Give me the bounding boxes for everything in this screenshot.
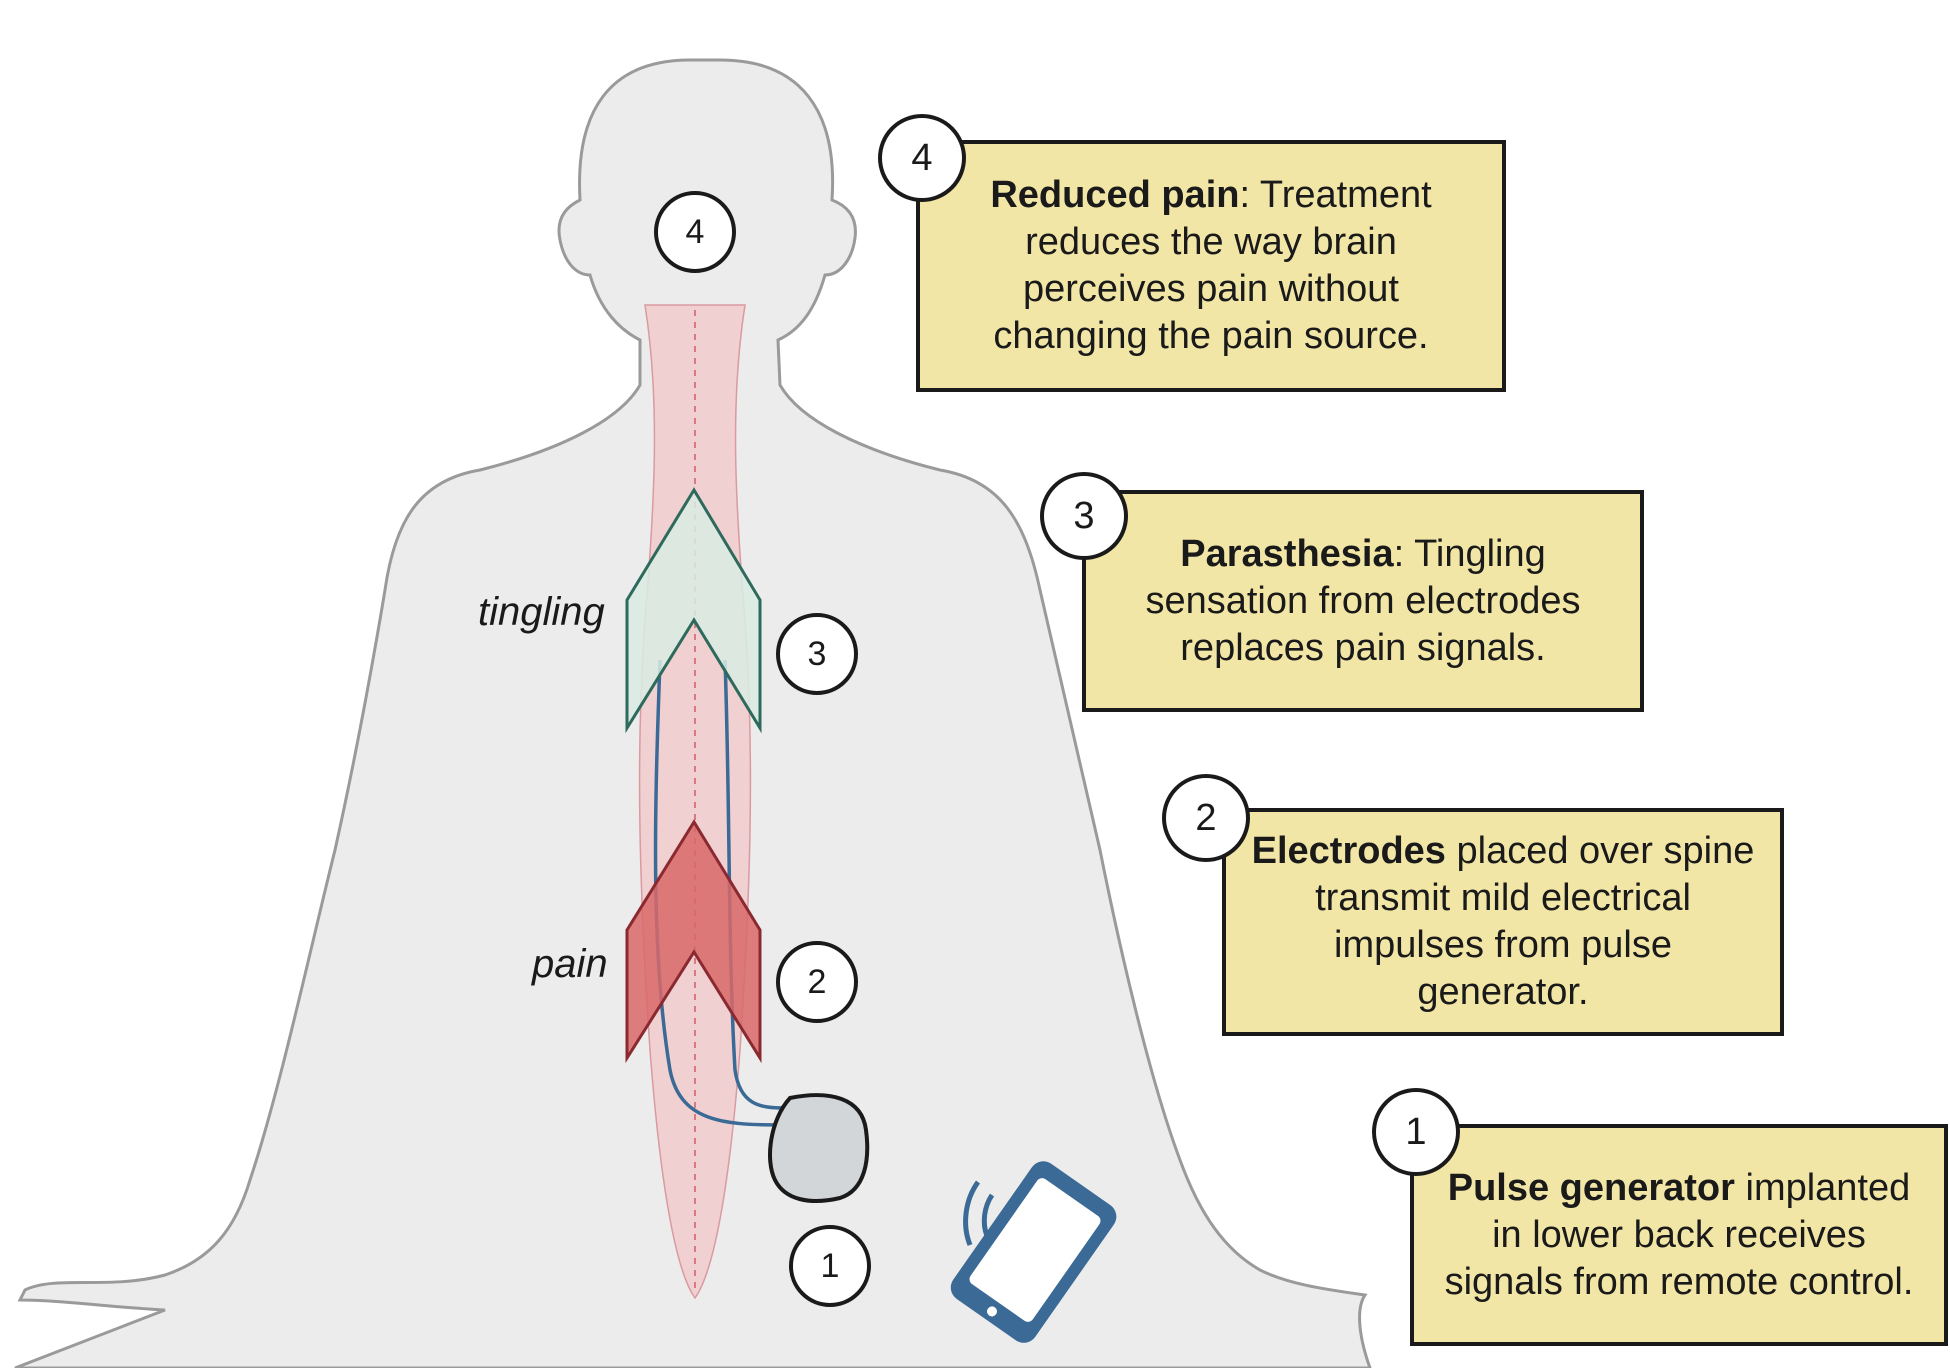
electrode-lead-left (653, 659, 781, 1127)
wireless-signal-icon (963, 1180, 995, 1246)
callout-parasthesia-text: Parasthesia: Tingling sensation from ele… (1110, 531, 1616, 672)
pulse-generator-device (768, 1093, 870, 1203)
callout-parasthesia-title: Parasthesia (1180, 532, 1394, 575)
callout-pulse-generator-body: implanted in lower back receives signals… (1444, 1166, 1914, 1303)
callout-reduced-pain: Reduced pain: Treatment reduces the way … (916, 140, 1506, 392)
callout-reduced-pain-text: Reduced pain: Treatment reduces the way … (944, 172, 1478, 360)
callout-reduced-pain-body: : Treatment reduces the way brain percei… (993, 174, 1432, 357)
callout-badge-4: 4 (878, 114, 966, 202)
callout-electrodes: Electrodes placed over spine transmit mi… (1222, 808, 1784, 1036)
callout-pulse-generator-title: Pulse generator (1447, 1166, 1735, 1209)
remote-control-phone-icon (950, 1161, 1117, 1343)
pain-upward-arrow (625, 819, 762, 1064)
body-badge-2: 2 (776, 941, 858, 1023)
body-badge-1: 1 (789, 1225, 871, 1307)
callout-electrodes-title: Electrodes (1251, 830, 1446, 872)
callout-pulse-generator: Pulse generator implanted in lower back … (1410, 1124, 1948, 1346)
pain-label: pain (532, 942, 608, 986)
body-badge-4: 4 (654, 191, 736, 273)
callout-electrodes-text: Electrodes placed over spine transmit mi… (1250, 828, 1756, 1016)
callout-parasthesia: Parasthesia: Tingling sensation from ele… (1082, 490, 1644, 712)
callout-reduced-pain-title: Reduced pain (990, 174, 1240, 216)
tingling-upward-arrow (625, 487, 762, 734)
body-badge-3: 3 (776, 613, 858, 695)
callout-parasthesia-body: : Tingling sensation from electrodes rep… (1145, 532, 1581, 669)
callout-badge-3: 3 (1040, 472, 1128, 560)
callout-electrodes-body: placed over spine transmit mild electric… (1315, 830, 1755, 1013)
callout-badge-2: 2 (1162, 774, 1250, 862)
callout-pulse-generator-text: Pulse generator implanted in lower back … (1438, 1165, 1920, 1306)
callout-badge-1: 1 (1372, 1088, 1460, 1176)
tingling-label: tingling (478, 590, 605, 634)
